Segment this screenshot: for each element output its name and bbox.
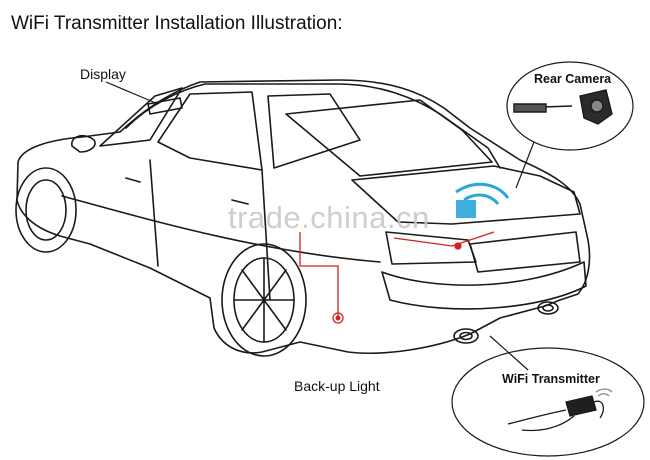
signal-arc-outer <box>455 182 510 199</box>
rear-wheel <box>221 243 307 357</box>
page-title: WiFi Transmitter Installation Illustrati… <box>11 13 343 34</box>
side-crease <box>61 195 381 263</box>
display-label: Display <box>80 66 126 82</box>
exhaust-left <box>453 328 479 344</box>
rear-camera-label: Rear Camera <box>534 72 612 86</box>
front-wheel <box>15 167 77 253</box>
door-handle-rear <box>231 199 249 205</box>
car-roof <box>125 83 501 169</box>
rear-camera-leader <box>515 141 535 189</box>
rear-window <box>285 99 493 177</box>
license-plate <box>469 231 581 273</box>
car-body-outline <box>16 79 591 354</box>
exhaust-right <box>537 301 559 315</box>
side-mirror <box>71 134 96 153</box>
wifi-transmitter-label: WiFi Transmitter <box>502 372 600 386</box>
transmitter-cable <box>507 400 605 432</box>
door-line-rear <box>261 169 271 301</box>
signal-block <box>456 200 476 218</box>
signal-arc-inner <box>463 193 500 206</box>
door-handle-front <box>125 177 141 183</box>
rear-bumper <box>381 261 587 310</box>
display-leader <box>105 81 159 105</box>
backup-light-point <box>332 312 344 324</box>
transmitter-body <box>565 395 597 417</box>
rear-camera-callout <box>506 61 634 151</box>
trunk-wire <box>393 231 495 247</box>
trunk-lid <box>351 165 581 225</box>
backup-light-label: Back-up Light <box>294 378 380 394</box>
watermark: trade.china.cn <box>228 200 430 235</box>
tail-light-band <box>385 231 477 265</box>
rear-side-window <box>267 93 361 169</box>
wifi-transmitter-callout <box>451 347 645 457</box>
front-side-window <box>157 91 263 171</box>
windshield <box>99 87 183 147</box>
backup-light-wire <box>299 232 339 318</box>
door-line-front <box>149 159 159 267</box>
display-unit <box>147 97 183 115</box>
